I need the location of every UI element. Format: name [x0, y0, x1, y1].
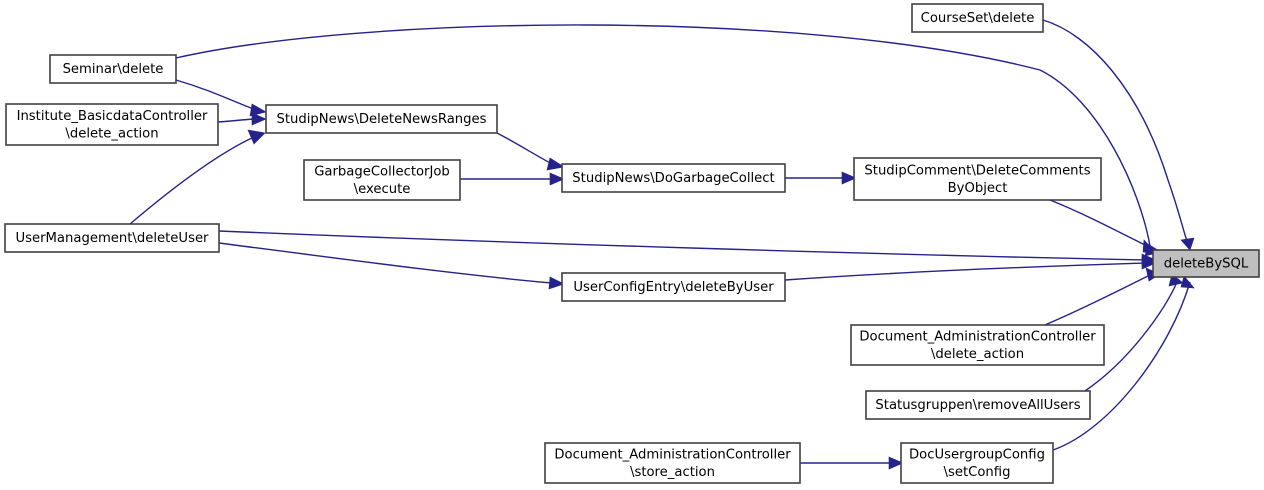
node-box[interactable] [900, 442, 1054, 484]
edge-garbagecollectorjob-to-dogarbagecollect [460, 172, 565, 186]
node-label: Statusgruppen\removeAllUsers [875, 398, 1080, 413]
node-box[interactable] [5, 103, 219, 146]
edge-line [1044, 273, 1153, 326]
node-label: StudipNews\DeleteNewsRanges [276, 112, 486, 127]
edge-docusergroupconfig_setconfig-to-deletebysql [1052, 275, 1195, 451]
node-institute_basicdata[interactable]: Institute_BasicdataController\delete_act… [5, 103, 219, 146]
edge-line [175, 79, 257, 111]
node-label: DocUsergroupConfig\setConfig [909, 447, 1045, 480]
edge-courseset_delete-to-deletebysql [1042, 19, 1195, 251]
node-document_admin_store[interactable]: Document_AdministrationController\store_… [544, 442, 801, 484]
edge-line [129, 136, 255, 225]
node-box[interactable] [911, 3, 1044, 33]
node-box[interactable] [4, 223, 220, 253]
node-box[interactable] [265, 104, 498, 134]
arrowhead-icon [548, 276, 565, 290]
node-box[interactable] [1152, 249, 1260, 278]
arrowhead-icon [888, 456, 904, 470]
node-box[interactable] [544, 442, 801, 484]
node-deletebysql[interactable]: deleteBySQL [1152, 249, 1260, 278]
node-label: Document_AdministrationController\delete… [859, 329, 1096, 362]
node-box[interactable] [303, 159, 461, 201]
arrowhead-icon [249, 103, 267, 117]
node-deletenewsranges[interactable]: StudipNews\DeleteNewsRanges [265, 104, 498, 134]
node-label: UserConfigEntry\deleteByUser [573, 280, 774, 295]
arrowhead-icon [841, 171, 857, 185]
node-box[interactable] [865, 390, 1091, 420]
edge-line [1049, 199, 1156, 251]
node-courseset_delete[interactable]: CourseSet\delete [911, 3, 1044, 33]
edge-document_admin_store-to-docusergroupconfig_setconfig [800, 456, 904, 470]
edge-line [1042, 19, 1189, 245]
node-userconfigentry_deletebyuser[interactable]: UserConfigEntry\deleteByUser [561, 272, 786, 302]
node-box[interactable] [853, 157, 1102, 201]
node-label: UserManagement\deleteUser [16, 231, 210, 246]
edge-line [1084, 279, 1179, 392]
node-label: Seminar\delete [63, 62, 164, 77]
node-box[interactable] [561, 272, 786, 302]
edge-line [1052, 281, 1191, 451]
node-dogarbagecollect[interactable]: StudipNews\DoGarbageCollect [561, 163, 786, 193]
node-box[interactable] [561, 163, 786, 193]
node-label: Document_AdministrationController\store_… [554, 447, 791, 480]
edge-line [784, 262, 1146, 281]
edge-userconfigentry_deletebyuser-to-deletebysql [784, 256, 1157, 281]
node-document_admin_delete[interactable]: Document_AdministrationController\delete… [850, 324, 1105, 366]
edge-institute_basicdata-to-deletenewsranges [217, 112, 267, 126]
node-usermanagement_deleteuser[interactable]: UserManagement\deleteUser [4, 223, 220, 253]
edge-document_admin_delete-to-deletebysql [1044, 267, 1161, 326]
edge-line [496, 132, 555, 166]
edge-line [218, 242, 553, 284]
edge-deletenewsranges-to-dogarbagecollect [496, 132, 565, 171]
node-label: deleteBySQL [1164, 257, 1249, 272]
edge-usermanagement_deleteuser-to-userconfigentry_deletebyuser [218, 242, 565, 290]
edge-line [175, 24, 1151, 247]
arrowhead-icon [247, 129, 266, 145]
edge-line [217, 118, 255, 123]
node-docusergroupconfig_setconfig[interactable]: DocUsergroupConfig\setConfig [900, 442, 1054, 484]
arrowhead-icon [1180, 237, 1195, 251]
arrowhead-icon [1180, 275, 1195, 289]
node-garbagecollectorjob[interactable]: GarbageCollectorJob\execute [303, 159, 461, 201]
arrowhead-icon [1141, 256, 1157, 270]
node-label: GarbageCollectorJob\execute [314, 164, 450, 197]
node-label: StudipNews\DoGarbageCollect [572, 171, 774, 186]
arrowhead-icon [549, 172, 565, 186]
arrowhead-icon [546, 157, 565, 171]
nodes-layer: CourseSet\deleteSeminar\deleteInstitute_… [4, 3, 1260, 484]
edge-usermanagement_deleteuser-to-deletenewsranges [129, 129, 266, 225]
edge-dogarbagecollect-to-deletecommentsbyobject [785, 171, 857, 185]
edge-line [218, 230, 1146, 261]
node-box[interactable] [850, 324, 1105, 366]
arrowhead-icon [251, 112, 267, 126]
node-box[interactable] [49, 54, 177, 84]
edge-seminar_delete-to-deletebysql [175, 24, 1157, 255]
edge-seminar_delete-to-deletenewsranges [175, 79, 267, 117]
node-label: CourseSet\delete [921, 11, 1035, 26]
node-label: Institute_BasicdataController\delete_act… [17, 109, 208, 142]
node-seminar_delete[interactable]: Seminar\delete [49, 54, 177, 84]
node-statusgruppen_removeallusers[interactable]: Statusgruppen\removeAllUsers [865, 390, 1091, 420]
